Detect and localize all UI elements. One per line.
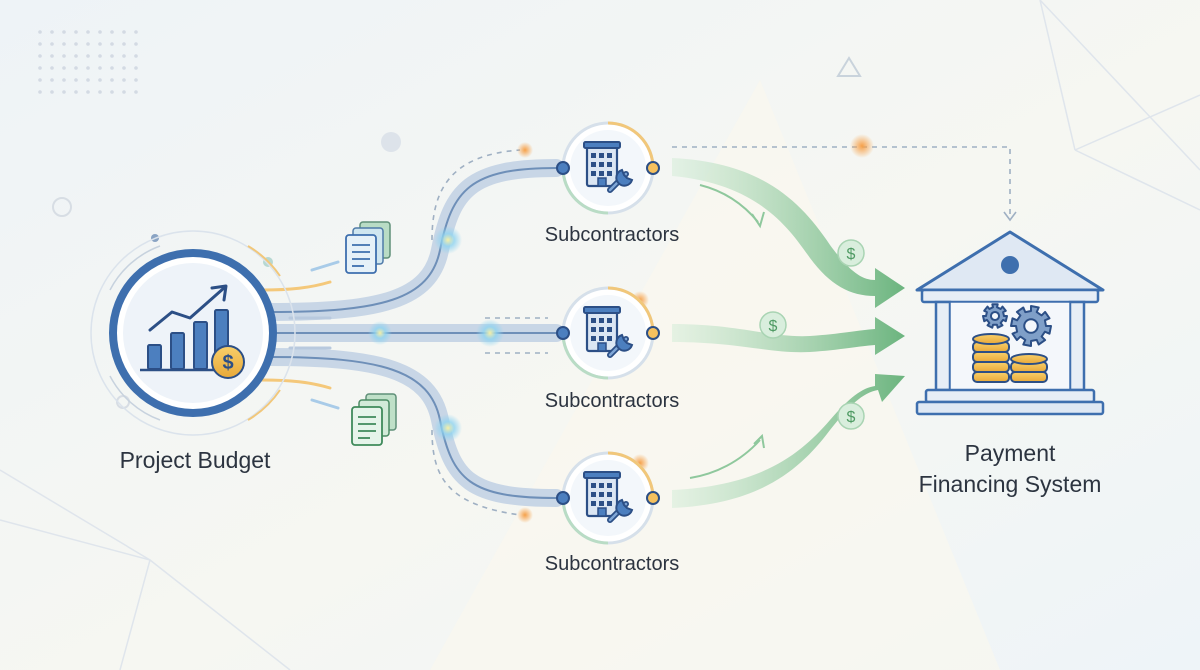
bank-gears-coins-icon <box>915 230 1105 416</box>
dollar-coin-icon: $ <box>837 402 865 430</box>
svg-text:$: $ <box>847 409 856 426</box>
payment-label-line2: Financing System <box>918 471 1102 497</box>
document-stack-icon <box>351 393 397 446</box>
decor-dot <box>381 132 401 152</box>
flow-arrow-middle <box>672 317 905 355</box>
decor-ring <box>52 197 72 217</box>
dashed-connectors <box>431 146 1011 516</box>
flow-arrow-top <box>672 158 905 308</box>
project-budget-node: $ <box>90 230 296 436</box>
svg-text:$: $ <box>847 246 856 263</box>
building-wrench-icon <box>583 306 634 358</box>
dollar-coin-icon: $ <box>837 239 865 267</box>
payment-financing-label: Payment Financing System <box>880 438 1140 500</box>
bar-chart-dollar-icon: $ <box>140 284 245 379</box>
subcontractor-node <box>556 451 660 545</box>
dollar-coin-icon: $ <box>759 311 787 339</box>
subcontractor-label: Subcontractors <box>544 224 680 246</box>
document-stack-icon <box>345 221 391 274</box>
project-budget-label: Project Budget <box>119 447 271 473</box>
subcontractor-node <box>556 286 660 380</box>
payment-label-line1: Payment <box>964 440 1056 466</box>
subcontractor-label: Subcontractors <box>544 553 680 575</box>
svg-text:$: $ <box>222 352 233 374</box>
coin-stack-icon <box>972 333 1048 383</box>
decorative-dot-grid <box>38 30 138 94</box>
svg-text:$: $ <box>769 318 778 335</box>
building-wrench-icon <box>583 471 634 523</box>
gear-icon <box>982 303 1008 329</box>
dashed-arrowhead <box>1003 211 1017 222</box>
motion-streaks <box>260 260 340 410</box>
subcontractor-label: Subcontractors <box>544 390 680 412</box>
subcontractor-node <box>556 121 660 215</box>
triangle-decoration-icon <box>836 56 862 77</box>
gear-icon <box>1010 305 1052 347</box>
building-wrench-icon <box>583 141 634 193</box>
